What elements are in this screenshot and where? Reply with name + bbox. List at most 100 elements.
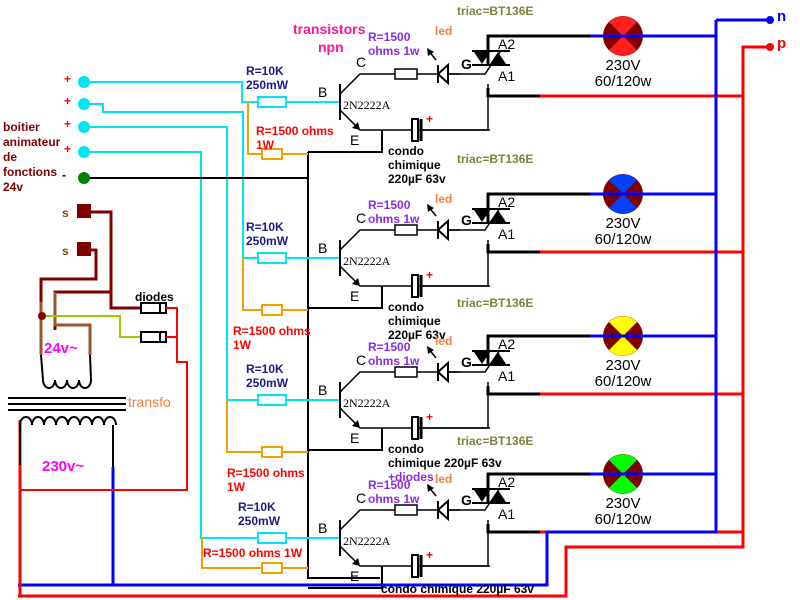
junction-dot: [38, 312, 46, 320]
transistor-collector: [339, 509, 460, 531]
triac-label: triac=BT136E: [457, 152, 534, 166]
collector-resistor: [394, 68, 418, 80]
triac-gate-label: G: [461, 492, 472, 508]
pin-c-label: C: [356, 352, 367, 368]
triac-label: triac=BT136E: [457, 434, 534, 448]
collector-resistor-label: R=1500: [368, 340, 411, 354]
lamp-segment: [609, 36, 637, 56]
triac-a1-label: A1: [498, 506, 516, 522]
phase-return: [18, 84, 745, 598]
phase-label: p: [777, 35, 787, 52]
transistor-collector: [339, 73, 460, 95]
transistor-collector: [339, 229, 460, 251]
triac-a1-wire: [486, 244, 540, 254]
collector-resistor-label: ohms 1w: [368, 492, 420, 506]
coil-loop: [66, 379, 80, 389]
pin-b-label: B: [318, 240, 328, 256]
emitter-return: [308, 566, 383, 589]
transistor-label: 2N2222A: [343, 98, 391, 112]
collector-resistor-label: ohms 1w: [368, 212, 420, 226]
capacitor-wire: [421, 240, 489, 287]
triac-a2-label: A2: [498, 336, 516, 352]
collector-resistor: [394, 224, 418, 236]
led-icon: [436, 218, 449, 242]
triac-a1-wire: [486, 524, 540, 534]
triac-icon: [490, 52, 506, 64]
switch-label: s: [62, 244, 69, 258]
lamp-segment: [609, 194, 637, 214]
base-resistor-label: R=10K: [246, 64, 284, 78]
input-box-label: de: [3, 150, 18, 164]
switch-wire-2: [39, 248, 98, 302]
triac-label: triac=BT136E: [457, 296, 534, 310]
input-terminal: [78, 76, 90, 88]
lamp-segment: [609, 336, 637, 356]
emitter-return: [308, 286, 383, 309]
emitter-return: [308, 428, 383, 451]
terminal-sign: +: [64, 72, 72, 86]
lamp-segment: [609, 474, 637, 494]
emitter-arrow: [352, 122, 360, 130]
coil-loop: [43, 416, 57, 426]
lamp-segment: [609, 16, 637, 36]
diagram-title: transistors: [293, 21, 366, 37]
led-label: led: [435, 334, 453, 348]
triac-label: triac=BT136E: [457, 4, 534, 18]
lamp-voltage: 230V: [605, 57, 641, 74]
base-resistor: [257, 394, 287, 406]
capacitor-plus: +: [426, 112, 434, 126]
diode-output: [20, 307, 188, 491]
switch-label: s: [62, 206, 69, 220]
ground-bus: [307, 152, 380, 579]
base-resistor: [257, 252, 287, 264]
capacitor: [411, 118, 419, 142]
capacitor: [411, 274, 419, 298]
base-resistor-label: 250mW: [246, 78, 289, 92]
triac-icon: [490, 210, 506, 222]
capacitor-label: 220µF 63v: [388, 172, 446, 186]
capacitor-label: chimique: [388, 158, 441, 172]
pin-e-label: E: [350, 132, 360, 148]
triac-a2-wire: [486, 34, 540, 66]
triac-a2-wire: [486, 192, 540, 224]
collector-resistor: [394, 504, 418, 516]
transistor-collector: [339, 371, 460, 393]
transistor-label: 2N2222A: [343, 396, 391, 410]
capacitor-wire: [421, 520, 489, 567]
triac-a1-label: A1: [498, 226, 516, 242]
capacitor-label: condo: [388, 300, 424, 314]
lamp-power: 60/120w: [594, 73, 652, 90]
triac-icon: [474, 352, 490, 364]
emitter-resistor-label: R=1500 ohms 1W: [203, 546, 303, 560]
capacitor-wire: [421, 382, 489, 429]
collector-resistor-label: R=1500: [368, 198, 411, 212]
triac-gate-label: G: [461, 354, 472, 370]
led-icon: [436, 62, 449, 86]
signal-wire-1: [90, 81, 258, 103]
diodes-label: diodes: [135, 290, 174, 304]
emitter-resistor-wire: [247, 102, 262, 155]
emitter-arrow: [352, 278, 360, 286]
coil-loop: [42, 379, 56, 389]
lamp-segment: [609, 316, 637, 336]
pin-c-label: C: [356, 490, 367, 506]
capacitor-label: chimique: [388, 314, 441, 328]
capacitor-plus: +: [426, 268, 434, 282]
emitter-resistor: [261, 446, 283, 458]
emitter-resistor-label: 1W: [233, 338, 251, 352]
terminal-sign: +: [64, 117, 72, 131]
emitter-resistor: [261, 304, 283, 316]
triac-a1-wire: [486, 88, 540, 98]
triac-a2-wire: [486, 472, 540, 504]
triac-icon: [490, 490, 506, 502]
neutral-label: n: [777, 8, 787, 25]
transistor-label: 2N2222A: [343, 534, 391, 548]
transformer-lead: [53, 292, 92, 355]
input-box-label: fonctions: [3, 165, 57, 179]
lamp-segment: [609, 454, 637, 474]
neutral-return: [18, 20, 718, 587]
transistor-label: 2N2222A: [343, 254, 391, 268]
pin-b-label: B: [318, 520, 328, 536]
capacitor-label: condo chimique 220µF 63v: [381, 582, 534, 596]
